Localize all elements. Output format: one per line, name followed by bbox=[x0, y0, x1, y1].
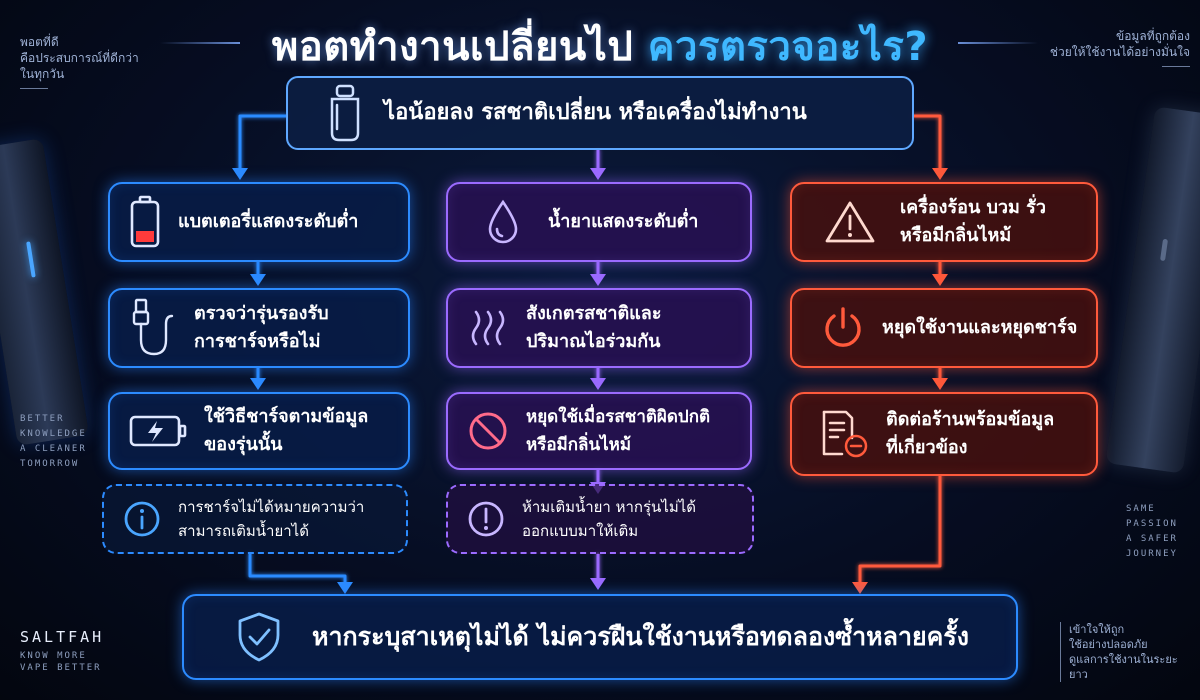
no-symbol-icon bbox=[466, 409, 510, 453]
left-step-1-text: แบตเตอรี่แสดงระดับต่ำ bbox=[178, 211, 359, 232]
title-line-right bbox=[958, 42, 1038, 44]
document-chat-icon bbox=[820, 408, 870, 460]
right-step-3-text: ติดต่อร้านพร้อมข้อมูล ที่เกี่ยวข้อง bbox=[886, 409, 1055, 458]
droplet-icon bbox=[486, 199, 520, 245]
right-step-3: ติดต่อร้านพร้อมข้อมูล ที่เกี่ยวข้อง bbox=[790, 392, 1098, 476]
middle-step-1: น้ำยาแสดงระดับต่ำ bbox=[446, 182, 752, 262]
brand-block: SALTFAH KNOW MORE VAPE BETTER bbox=[20, 628, 180, 674]
pod-light-strip bbox=[26, 241, 36, 278]
brand-name: SALTFAH bbox=[20, 628, 105, 646]
title-line-left bbox=[160, 42, 240, 44]
side-note-top-right: ข้อมูลที่ถูกต้อง ช่วยให้ใช้งานได้อย่างมั… bbox=[1010, 28, 1190, 67]
middle-step-3: หยุดใช้เมื่อรสชาติผิดปกติ หรือมีกลิ่นไหม… bbox=[446, 392, 752, 470]
left-step-2: ตรวจว่ารุ่นรองรับ การชาร์จหรือไม่ bbox=[108, 288, 410, 368]
title-part-2: ควรตรวจอะไร? bbox=[647, 24, 929, 70]
middle-note: ห้ามเติมน้ำยา หากรุ่นไม่ได้ ออกแบบมาให้เ… bbox=[446, 484, 754, 554]
page-title: พอตทำงานเปลี่ยนไป ควรตรวจอะไร? bbox=[0, 14, 1200, 78]
charging-battery-icon bbox=[128, 413, 188, 449]
left-note-text: การชาร์จไม่ได้หมายความว่า สามารถเติมน้ำย… bbox=[178, 498, 365, 540]
vapor-icon bbox=[466, 308, 510, 348]
middle-step-2: สังเกตรสชาติและ ปริมาณไอร่วมกัน bbox=[446, 288, 752, 368]
cable-icon bbox=[128, 298, 178, 358]
brand-tagline-1: KNOW MORE bbox=[20, 651, 87, 661]
right-step-2: หยุดใช้งานและหยุดชาร์จ bbox=[790, 288, 1098, 368]
symptom-box: ไอน้อยลง รสชาติเปลี่ยน หรือเครื่องไม่ทำง… bbox=[286, 76, 914, 150]
middle-step-2-text: สังเกตรสชาติและ ปริมาณไอร่วมกัน bbox=[526, 303, 662, 352]
title-part-1: พอตทำงานเปลี่ยนไป bbox=[271, 24, 634, 70]
pod-icon bbox=[326, 83, 364, 143]
symptom-text: ไอน้อยลง รสชาติเปลี่ยน หรือเครื่องไม่ทำง… bbox=[384, 100, 807, 125]
right-step-2-text: หยุดใช้งานและหยุดชาร์จ bbox=[882, 317, 1078, 338]
middle-step-3-text: หยุดใช้เมื่อรสชาติผิดปกติ หรือมีกลิ่นไหม… bbox=[526, 407, 711, 455]
conclusion-text: หากระบุสาเหตุไม่ได้ ไม่ควรฝืนใช้งานหรือท… bbox=[312, 622, 970, 651]
left-note: การชาร์จไม่ได้หมายความว่า สามารถเติมน้ำย… bbox=[102, 484, 408, 554]
left-step-3: ใช้วิธีชาร์จตามข้อมูล ของรุ่นนั้น bbox=[108, 392, 410, 470]
warning-icon bbox=[824, 199, 876, 245]
power-icon bbox=[820, 305, 866, 351]
side-note-top-left: พอตที่ดี คือประสบการณ์ที่ดีกว่า ในทุกวัน bbox=[20, 34, 180, 89]
left-step-2-text: ตรวจว่ารุ่นรองรับ การชาร์จหรือไม่ bbox=[194, 303, 329, 352]
conclusion-box: หากระบุสาเหตุไม่ได้ ไม่ควรฝืนใช้งานหรือท… bbox=[182, 594, 1018, 680]
side-slogan-left: BETTER KNOWLEDGE A CLEANER TOMORROW bbox=[20, 414, 87, 469]
middle-step-1-text: น้ำยาแสดงระดับต่ำ bbox=[548, 211, 699, 232]
middle-note-text: ห้ามเติมน้ำยา หากรุ่นไม่ได้ ออกแบบมาให้เ… bbox=[522, 498, 697, 540]
left-step-3-text: ใช้วิธีชาร์จตามข้อมูล ของรุ่นนั้น bbox=[204, 406, 369, 455]
pod-light-strip bbox=[1160, 238, 1169, 262]
info-icon bbox=[122, 499, 162, 539]
brand-tagline-2: VAPE BETTER bbox=[20, 663, 102, 673]
exclamation-icon bbox=[466, 499, 506, 539]
shield-check-icon bbox=[236, 611, 282, 663]
right-step-1-text: เครื่องร้อน บวม รั่ว หรือมีกลิ่นไหม้ bbox=[900, 197, 1046, 246]
battery-low-icon bbox=[128, 195, 162, 249]
right-step-1: เครื่องร้อน บวม รั่ว หรือมีกลิ่นไหม้ bbox=[790, 182, 1098, 262]
side-note-bottom-right: เข้าใจให้ถูก ใช้อย่างปลอดภัย ดูแลการใช้ง… bbox=[1060, 622, 1196, 682]
side-slogan-right: SAME PASSION A SAFER JOURNEY bbox=[1126, 504, 1178, 559]
left-step-1: แบตเตอรี่แสดงระดับต่ำ bbox=[108, 182, 410, 262]
